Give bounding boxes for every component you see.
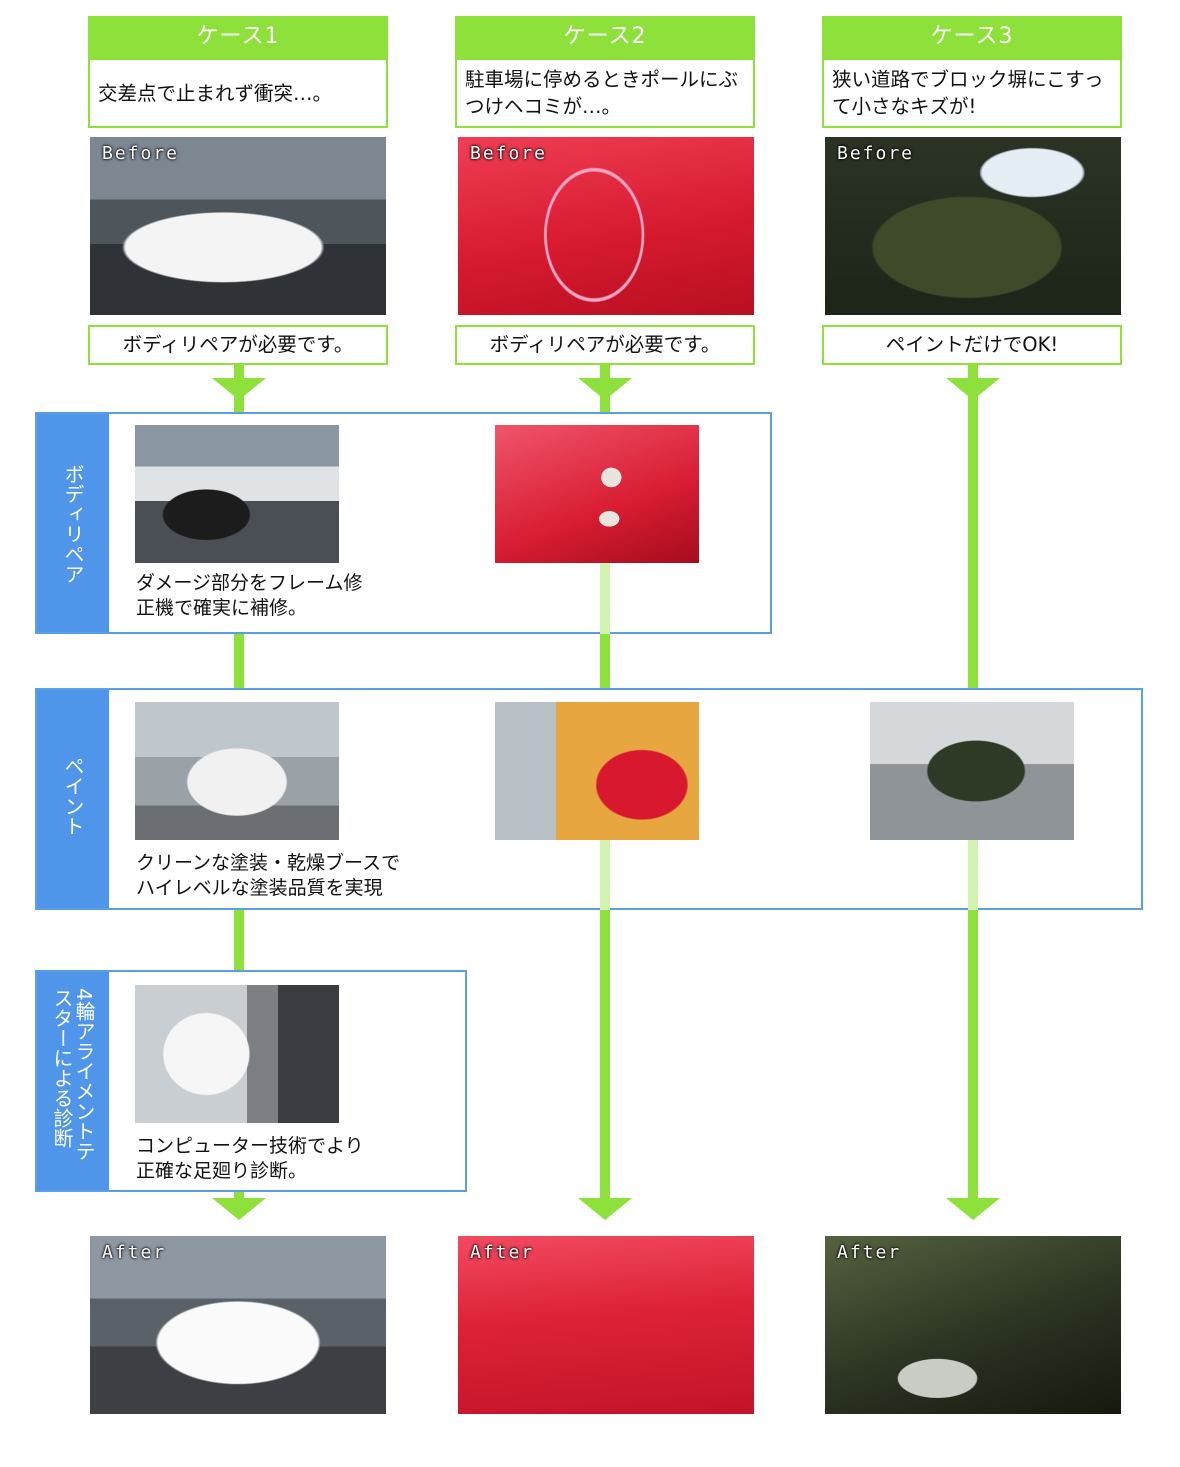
flow-arrow-case2-bottom (578, 1198, 632, 1220)
body-repair-photo-case2 (495, 425, 699, 563)
after-label: After (837, 1242, 902, 1263)
before-label: Before (102, 143, 180, 164)
case3-description: 狭い道路でブロック塀にこすって小さなキズが! (822, 58, 1122, 128)
case2-after-photo: After (458, 1236, 754, 1414)
flow-arrow-case1-top (212, 378, 266, 400)
paint-photo-case2 (495, 702, 699, 840)
case1-description: 交差点で止まれず衝突…。 (88, 58, 388, 128)
stage-body-repair-caption: ダメージ部分をフレーム修正機で確実に補修。 (136, 572, 363, 619)
case3-header: ケース3 (822, 16, 1122, 58)
stage-alignment-side: 4輪アライメントテスターによる診断 (37, 972, 109, 1190)
case1-before-photo: Before (90, 137, 386, 315)
case1-header: ケース1 (88, 16, 388, 58)
stage-paint-caption: クリーンな塗装・乾燥ブースでハイレベルな塗装品質を実現 (136, 852, 401, 899)
case3-verdict: ペイントだけでOK! (822, 325, 1122, 365)
before-label: Before (470, 143, 548, 164)
case2-description: 駐車場に停めるときポールにぶつけヘコミが…。 (455, 58, 755, 128)
flow-line-case3-faint (968, 840, 978, 910)
stage-paint-side: ペイント (37, 690, 109, 908)
stage-alignment-title: 4輪アライメントテスターによる診断 (50, 988, 96, 1161)
stage-body-repair-title: ボディリペア (61, 464, 85, 584)
case1-after-photo: After (90, 1236, 386, 1414)
stage-paint-title: ペイント (61, 756, 85, 836)
stage-body-repair-side: ボディリペア (37, 414, 109, 632)
case2-verdict: ボディリペアが必要です。 (455, 325, 755, 365)
after-label: After (470, 1242, 535, 1263)
case3-before-photo: Before (825, 137, 1121, 315)
after-label: After (102, 1242, 167, 1263)
before-label: Before (837, 143, 915, 164)
case1-verdict: ボディリペアが必要です。 (88, 325, 388, 365)
flow-arrow-case1-bottom (212, 1198, 266, 1220)
alignment-photo-case1 (135, 985, 339, 1123)
paint-photo-case3 (870, 702, 1074, 840)
case2-header: ケース2 (455, 16, 755, 58)
case3-after-photo: After (825, 1236, 1121, 1414)
flow-line-case2-faint-2 (600, 840, 610, 910)
body-repair-photo-case1 (135, 425, 339, 563)
flow-arrow-case2-top (578, 378, 632, 400)
flow-line-case2-faint-1 (600, 560, 610, 634)
flow-arrow-case3-bottom (946, 1198, 1000, 1220)
flow-arrow-case3-top (946, 378, 1000, 400)
paint-photo-case1 (135, 702, 339, 840)
stage-alignment-caption: コンピューター技術でより正確な足廻り診断。 (136, 1135, 364, 1182)
case2-before-photo: Before (458, 137, 754, 315)
